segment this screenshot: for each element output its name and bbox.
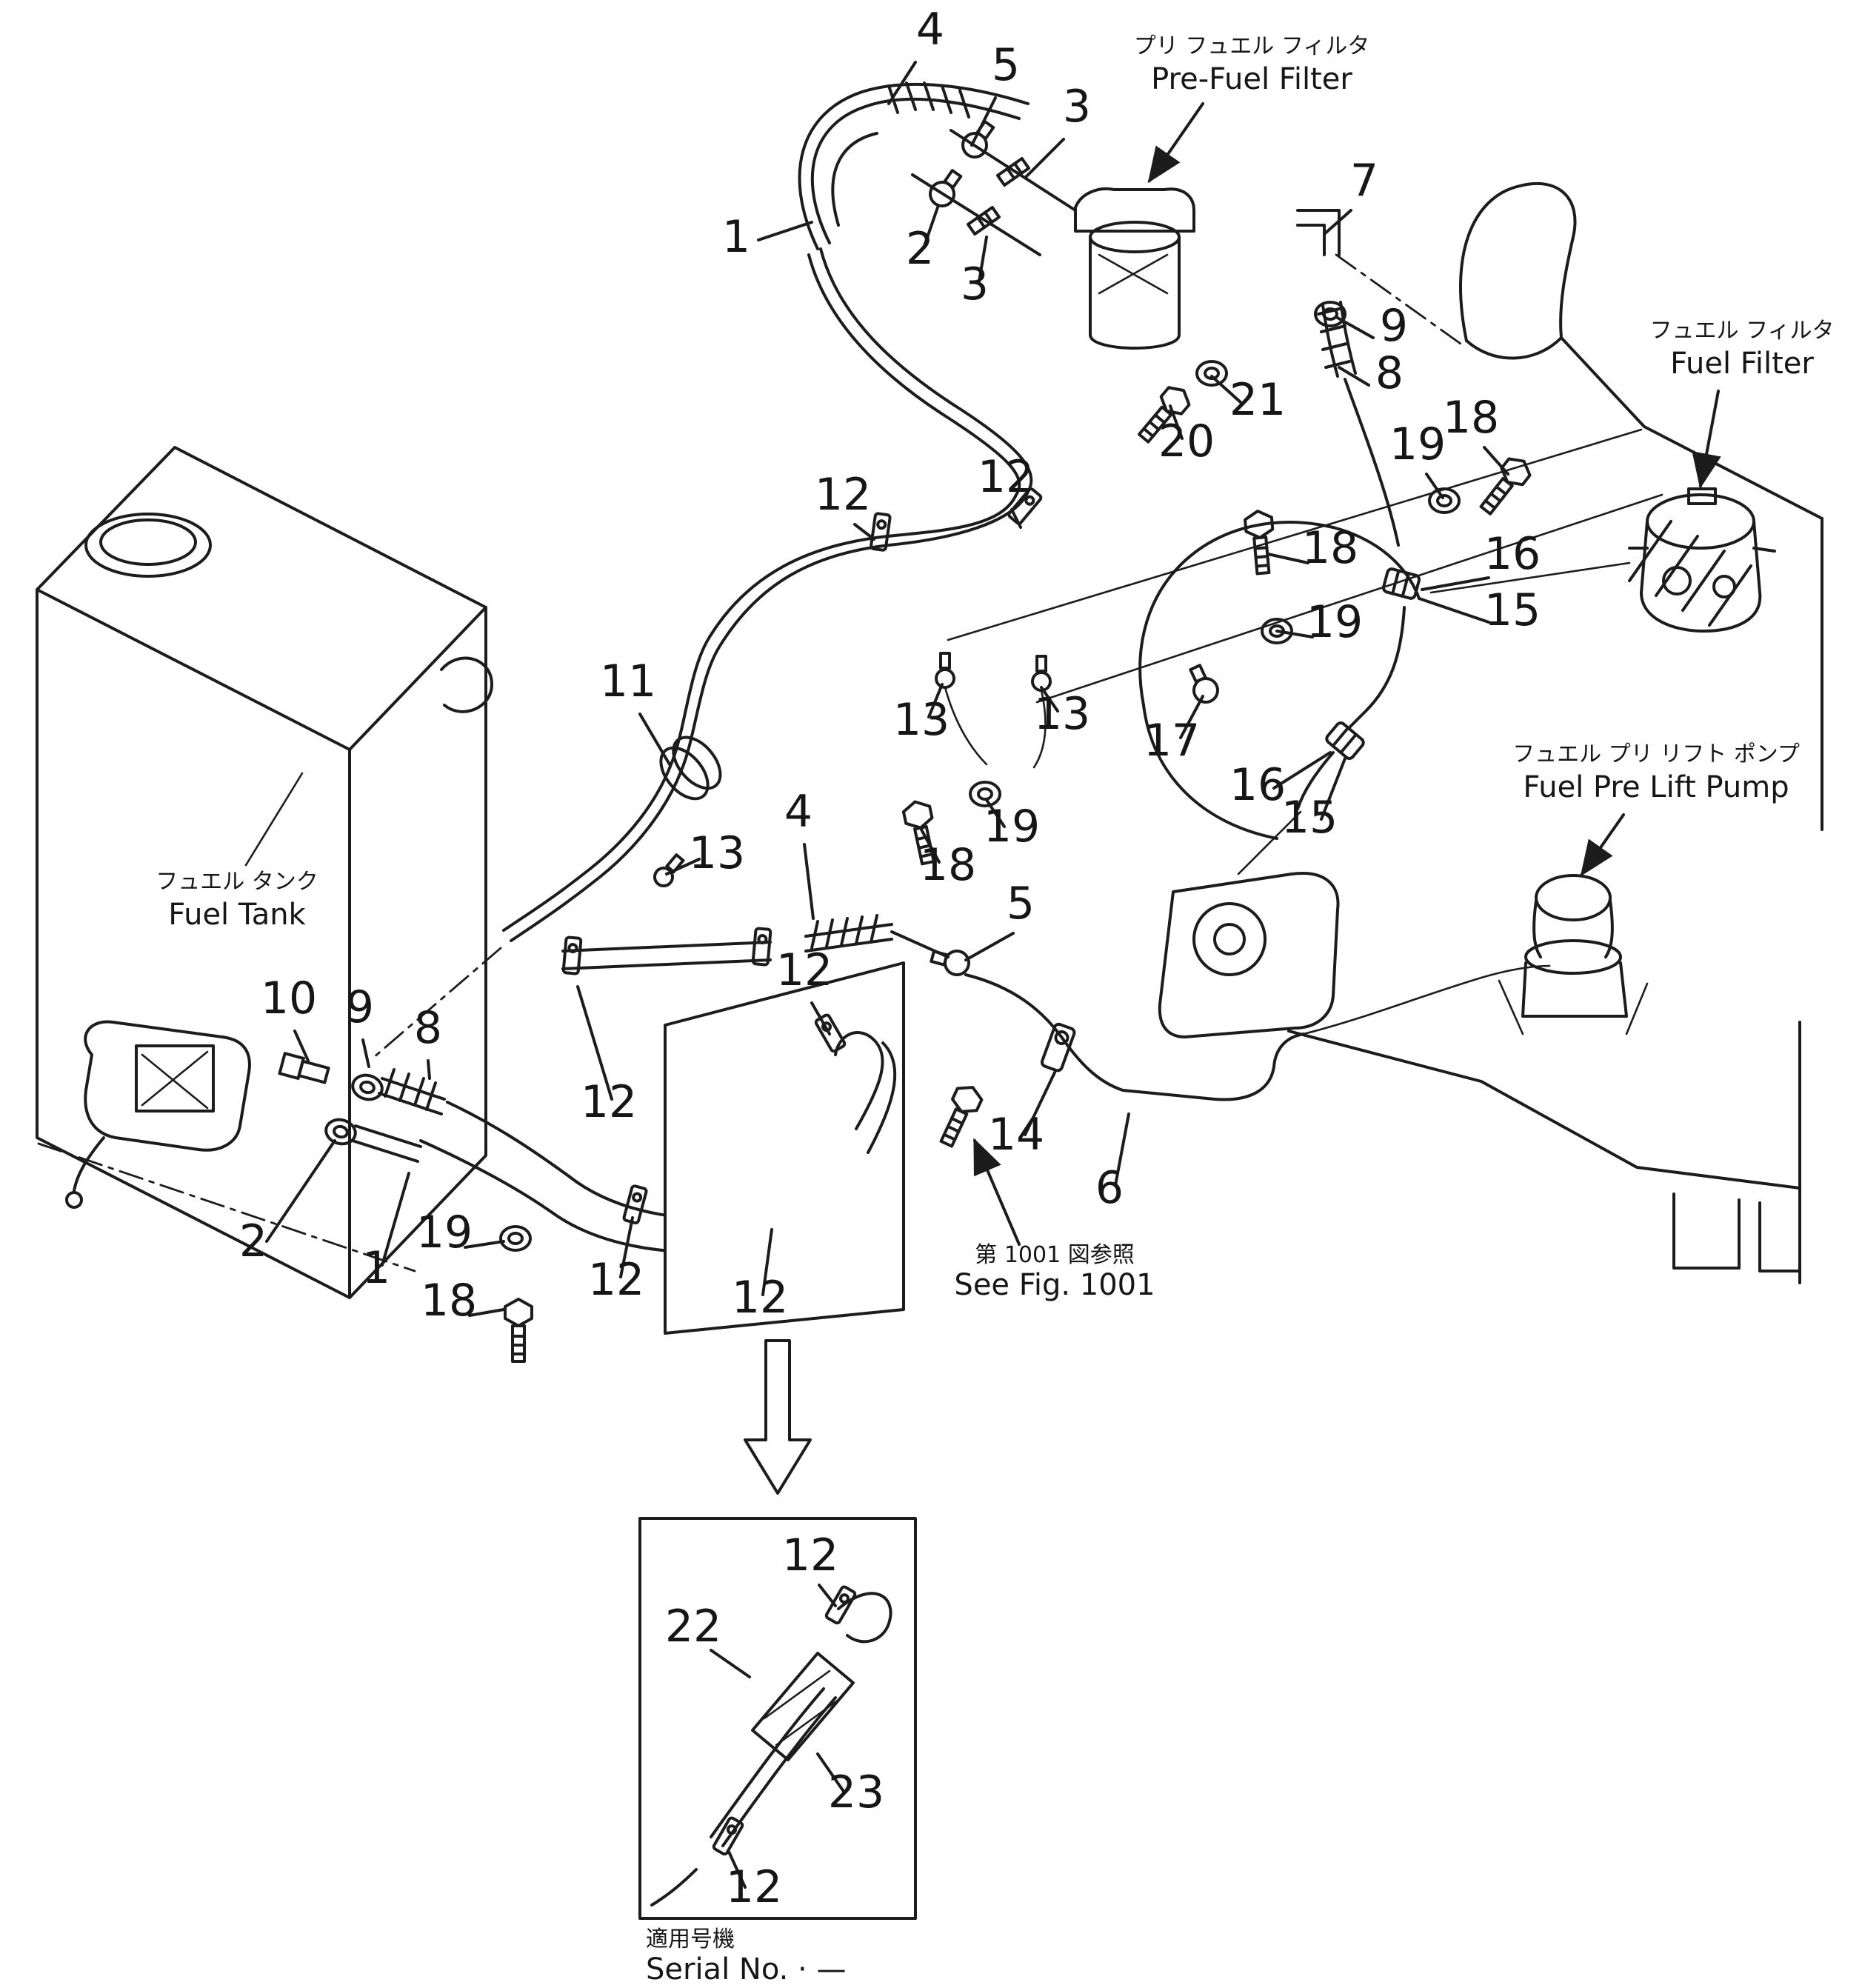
- part-callout-17: 17: [1144, 715, 1200, 767]
- part-callout-19: 19: [1307, 596, 1363, 648]
- see-fig-label-en: See Fig. 1001: [954, 1268, 1155, 1302]
- label-serial: 適用号機 Serial No. · —: [646, 1927, 846, 1987]
- fuel-pre-lift-pump-arrow: [1580, 813, 1625, 877]
- fuel-filter-arrow: [1692, 390, 1721, 489]
- part-callout-2: 2: [239, 1215, 267, 1267]
- part-callout-23: 23: [828, 1767, 884, 1818]
- see-fig-arrow: [973, 1138, 1021, 1246]
- part-callout-3: 3: [961, 258, 989, 310]
- part-callout-8: 8: [414, 1002, 442, 1054]
- part-callout-9: 9: [346, 981, 374, 1033]
- part-callout-1: 1: [722, 211, 750, 263]
- part-callout-8: 8: [1375, 347, 1404, 399]
- part-callout-19: 19: [984, 801, 1040, 853]
- part-callout-9: 9: [1380, 300, 1408, 352]
- part-callout-12: 12: [726, 1861, 782, 1913]
- fuel-tank-label-en: Fuel Tank: [168, 898, 306, 932]
- part-callout-12: 12: [815, 469, 871, 521]
- right-fuel-line: [1296, 209, 1631, 810]
- leader-lines: [265, 61, 1509, 1889]
- part-callout-12: 12: [588, 1254, 644, 1306]
- fuel-tank-label-jp: フュエル タンク: [156, 869, 318, 895]
- fuel-gauge-unit: [65, 1020, 251, 1209]
- part-callout-16: 16: [1484, 528, 1541, 580]
- part-callout-12: 12: [581, 1076, 637, 1128]
- label-fuel-pre-lift-pump: フュエル プリ リフト ポンプ Fuel Pre Lift Pump: [1512, 741, 1800, 877]
- shield-panel: [561, 927, 987, 1335]
- part-callout-15: 15: [1484, 584, 1541, 636]
- part-callout-12: 12: [782, 1530, 838, 1581]
- part-callout-12: 12: [732, 1272, 788, 1324]
- see-fig-label-jp: 第 1001 図参照: [975, 1242, 1134, 1268]
- grommet-11: [659, 736, 722, 801]
- part-callout-12: 12: [978, 451, 1034, 503]
- label-pre-fuel-filter: プリ フュエル フィルタ Pre-Fuel Filter: [1134, 33, 1369, 184]
- part-callout-18: 18: [920, 839, 976, 891]
- part-callout-6: 6: [1095, 1162, 1124, 1214]
- pre-fuel-filter-label-en: Pre-Fuel Filter: [1151, 62, 1352, 96]
- label-fuel-tank: フュエル タンク Fuel Tank: [156, 772, 318, 932]
- part-callout-5: 5: [992, 39, 1020, 91]
- detail-inset-box: [638, 1517, 917, 1920]
- label-fuel-filter: フュエル フィルタ Fuel Filter: [1650, 318, 1835, 489]
- part-callout-19: 19: [416, 1207, 473, 1258]
- part-callout-4: 4: [784, 786, 812, 838]
- fuel-tank-leader: [244, 772, 304, 867]
- fuel-filter-label-en: Fuel Filter: [1670, 347, 1814, 381]
- part-callout-16: 16: [1229, 759, 1286, 811]
- part-callout-20: 20: [1158, 416, 1215, 467]
- part-callout-7: 7: [1350, 155, 1378, 207]
- pipe-6-assembly: [804, 872, 1551, 1101]
- part-callout-13: 13: [1034, 688, 1090, 740]
- fuel-filter-label-jp: フュエル フィルタ: [1650, 318, 1835, 344]
- detail-arrow: [744, 1339, 812, 1495]
- lift-pump-drawing: [1498, 874, 1649, 1035]
- fuel-tank-drawing: [36, 446, 493, 1299]
- serial-label-jp: 適用号機: [646, 1927, 735, 1952]
- pre-fuel-filter-label-jp: プリ フュエル フィルタ: [1134, 33, 1369, 59]
- fuel-filter-assembly: [1628, 487, 1776, 633]
- label-see-fig: 第 1001 図参照 See Fig. 1001: [954, 1138, 1155, 1302]
- labels: プリ フュエル フィルタ Pre-Fuel Filter フュエル フィルタ F…: [156, 33, 1834, 1987]
- fuel-pre-lift-pump-label-en: Fuel Pre Lift Pump: [1523, 770, 1789, 804]
- part-callout-13: 13: [689, 827, 745, 879]
- part-callout-18: 18: [421, 1275, 477, 1327]
- part-callout-11: 11: [600, 656, 656, 707]
- top-hose-loop: [502, 81, 1077, 942]
- part-callout-13: 13: [893, 694, 950, 746]
- fuel-pre-lift-pump-label-jp: フュエル プリ リフト ポンプ: [1512, 741, 1800, 767]
- part-callout-18: 18: [1302, 522, 1358, 574]
- part-callout-3: 3: [1063, 81, 1091, 133]
- serial-label-en: Serial No. · —: [646, 1952, 846, 1987]
- part-callout-5: 5: [1007, 878, 1035, 930]
- part-callout-14: 14: [988, 1109, 1044, 1161]
- engine-outline: [947, 181, 1823, 1284]
- part-callout-22: 22: [665, 1601, 721, 1652]
- part-callout-4: 4: [916, 4, 944, 56]
- part-callout-19: 19: [1389, 418, 1446, 470]
- bell-housing: [1138, 451, 1536, 875]
- part-callout-21: 21: [1229, 374, 1286, 426]
- part-callout-18: 18: [1443, 392, 1499, 444]
- part-callout-12: 12: [776, 944, 832, 996]
- part-callout-2: 2: [906, 223, 934, 275]
- pre-fuel-filter-assembly: [1074, 187, 1228, 449]
- part-callout-15: 15: [1281, 792, 1338, 844]
- part-callout-10: 10: [261, 973, 317, 1024]
- part-callout-1: 1: [362, 1242, 390, 1294]
- pre-fuel-filter-arrow: [1147, 102, 1204, 184]
